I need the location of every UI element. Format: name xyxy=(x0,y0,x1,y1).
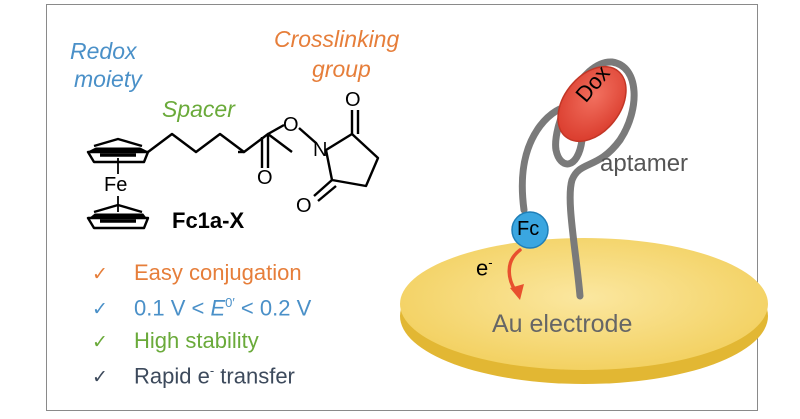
spacer-label: Spacer xyxy=(162,96,235,122)
crosslinking-group-label-2: group xyxy=(312,56,371,82)
check-icon: ✓ xyxy=(92,264,108,285)
redox-moiety-label-2: moiety xyxy=(74,66,142,92)
feature-potential-range: ✓ 0.1 V < E0′ < 0.2 V xyxy=(92,296,311,319)
redox-moiety-label-1: Redox xyxy=(70,38,137,64)
ferrocene-tag xyxy=(511,211,549,249)
nitrogen-atom-label: N xyxy=(313,139,328,161)
aptamer-label: aptamer xyxy=(600,150,689,177)
check-icon: ✓ xyxy=(92,332,108,353)
electron-transfer-arrow xyxy=(507,248,524,300)
top-cp-ring-fill xyxy=(87,147,149,153)
feature-text-after: transfer xyxy=(214,363,295,389)
gold-electrode xyxy=(400,238,768,384)
molecule-name: Fc1a-X xyxy=(172,208,245,233)
ferrocene-tag-label: Fc xyxy=(517,218,540,240)
crosslinking-group-label-1: Crosslinking xyxy=(274,26,400,52)
electron-symbol: e xyxy=(476,255,489,281)
feature-text-before: Rapid e xyxy=(134,363,210,389)
potential-symbol: E xyxy=(210,295,226,321)
iron-atom-label: Fe xyxy=(104,174,128,196)
electron-label: e- xyxy=(476,256,493,279)
bottom-cp-ring-fill xyxy=(89,213,147,219)
check-icon: ✓ xyxy=(92,367,108,389)
electrode-label: Au electrode xyxy=(492,310,633,338)
feature-text: High stability xyxy=(134,328,259,353)
ester-oxygen-label: O xyxy=(283,114,299,136)
feature-text-before: 0.1 V < xyxy=(134,295,211,321)
potential-superscript: 0′ xyxy=(225,295,235,310)
electron-superscript: - xyxy=(209,363,215,378)
check-icon: ✓ xyxy=(92,299,108,321)
imide-oxygen-bottom-label: O xyxy=(296,195,312,217)
feature-text-after: < 0.2 V xyxy=(234,295,312,321)
feature-high-stability: ✓ High stability xyxy=(92,328,259,353)
spacer-chain xyxy=(147,132,293,168)
nhs-ester-structure xyxy=(267,110,380,202)
dox-molecule xyxy=(557,65,627,143)
electron-charge: - xyxy=(488,255,493,270)
carbonyl-oxygen-label: O xyxy=(257,167,273,189)
top-cp-back xyxy=(93,137,143,148)
imide-oxygen-top-label: O xyxy=(345,89,361,111)
feature-text: Easy conjugation xyxy=(134,260,302,285)
ferrocene-structure xyxy=(86,137,150,230)
feature-rapid-transfer: ✓ Rapid e- transfer xyxy=(92,364,295,387)
feature-easy-conjugation: ✓ Easy conjugation xyxy=(92,260,302,285)
